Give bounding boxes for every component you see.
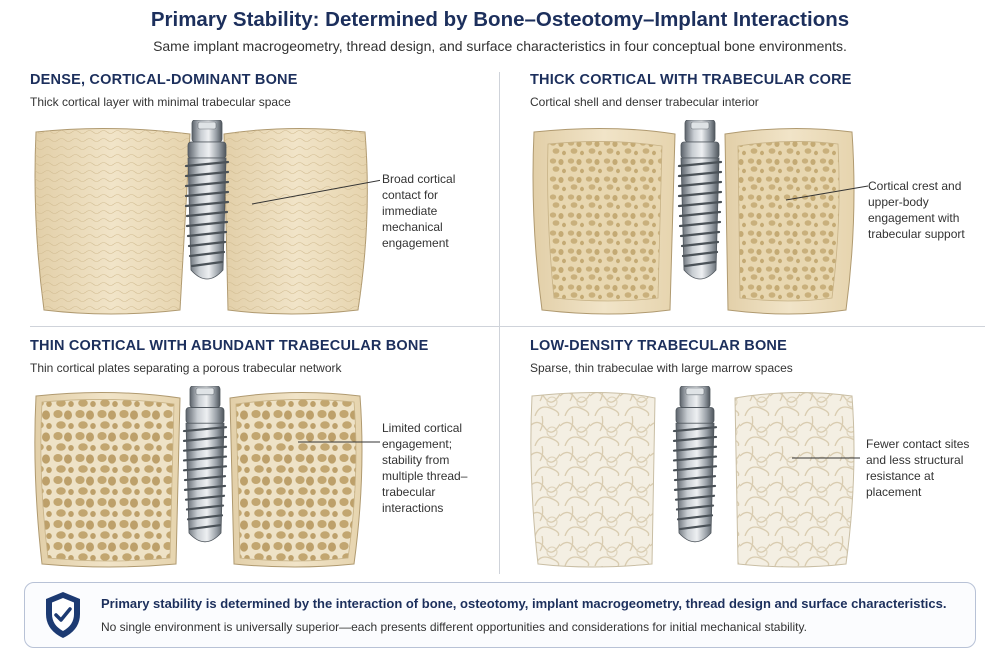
panel-annotation: Cortical crest and upper-body engagement…: [868, 179, 965, 241]
bone-implant-illustration: [34, 386, 380, 568]
bone-implant-illustration: [532, 120, 869, 315]
panel-annotation: Broad cortical contact for immediate mec…: [382, 172, 456, 250]
conclusion-note: No single environment is universally sup…: [101, 620, 807, 634]
panel-heading: LOW-DENSITY TRABECULAR BONE: [530, 338, 787, 354]
panel-low-density-trabecular: LOW-DENSITY TRABECULAR BONE Sparse, thin…: [530, 338, 990, 574]
panel-heading: THICK CORTICAL WITH TRABECULAR CORE: [530, 72, 852, 88]
conclusion-box: Primary stability is determined by the i…: [24, 582, 976, 648]
panel-annotation: Fewer contact sites and less structural …: [866, 437, 970, 499]
conclusion-statement: Primary stability is determined by the i…: [101, 596, 947, 611]
panel-dense-cortical-bone: DENSE, CORTICAL-DOMINANT BONE Thick cort…: [30, 72, 490, 324]
shield-check-icon: [46, 592, 80, 638]
panel-description: Cortical shell and denser trabecular int…: [530, 95, 759, 109]
panel-heading: THIN CORTICAL WITH ABUNDANT TRABECULAR B…: [30, 338, 429, 354]
panel-heading: DENSE, CORTICAL-DOMINANT BONE: [30, 72, 298, 88]
panel-annotation: Limited cortical engagement; stability f…: [382, 421, 468, 515]
bone-implant-illustration: [530, 386, 860, 568]
bone-implant-illustration: [34, 120, 380, 315]
leader-line: [785, 185, 869, 201]
vertical-divider: [499, 72, 500, 574]
panel-thick-cortical-trabecular-core: THICK CORTICAL WITH TRABECULAR CORE Cort…: [530, 72, 990, 324]
page-subtitle: Same implant macrogeometry, thread desig…: [153, 38, 847, 54]
panel-thin-cortical-abundant-trabecular: THIN CORTICAL WITH ABUNDANT TRABECULAR B…: [30, 338, 490, 574]
panel-description: Sparse, thin trabeculae with large marro…: [530, 361, 793, 375]
page-title: Primary Stability: Determined by Bone–Os…: [150, 8, 850, 31]
panel-description: Thin cortical plates separating a porous…: [30, 361, 342, 375]
leader-line: [251, 179, 380, 205]
horizontal-divider: [30, 326, 985, 327]
panel-description: Thick cortical layer with minimal trabec…: [30, 95, 291, 109]
